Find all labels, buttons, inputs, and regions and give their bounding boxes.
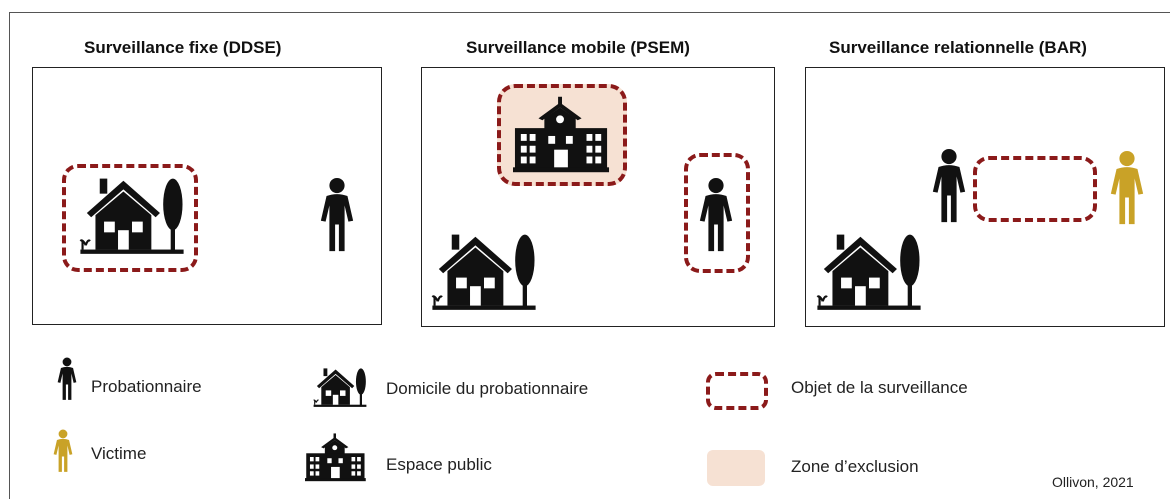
legend-victime-icon [52,428,74,474]
victime-icon [1108,150,1146,226]
legend-probationnaire-icon [56,356,78,402]
legend-zone-swatch [707,450,765,486]
panel-title-mobile: Surveillance mobile (PSEM) [466,38,690,57]
panel-title-fixe: Surveillance fixe (DDSE) [84,38,282,57]
credit-text: Ollivon, 2021 [1052,474,1134,490]
panel-title-relationnelle: Surveillance relationnelle (BAR) [829,38,1087,57]
legend-objet-label: Objet de la surveillance [791,378,968,397]
home-icon [815,226,923,312]
school-icon [513,94,611,174]
legend-objet-swatch [706,372,768,410]
legend-probationnaire-label: Probationnaire [91,377,202,396]
probationnaire-icon [930,148,968,224]
legend-zone-label: Zone d’exclusion [791,457,919,476]
probationnaire-icon [318,177,356,253]
surveillance-object-person [684,153,750,273]
home-icon [78,170,186,256]
exclusion-zone-border [497,84,627,186]
surveillance-object-home [62,164,198,272]
surveillance-object-relation [973,156,1097,222]
legend-victime-label: Victime [91,444,147,463]
legend-espace-public-label: Espace public [386,455,492,474]
probationnaire-icon [697,177,735,253]
home-icon [430,226,538,312]
legend-domicile-label: Domicile du probationnaire [386,379,589,398]
legend-school-icon [305,432,367,482]
panel-fixe [32,67,382,325]
figure-frame [9,12,1170,499]
legend-home-icon [312,364,368,408]
